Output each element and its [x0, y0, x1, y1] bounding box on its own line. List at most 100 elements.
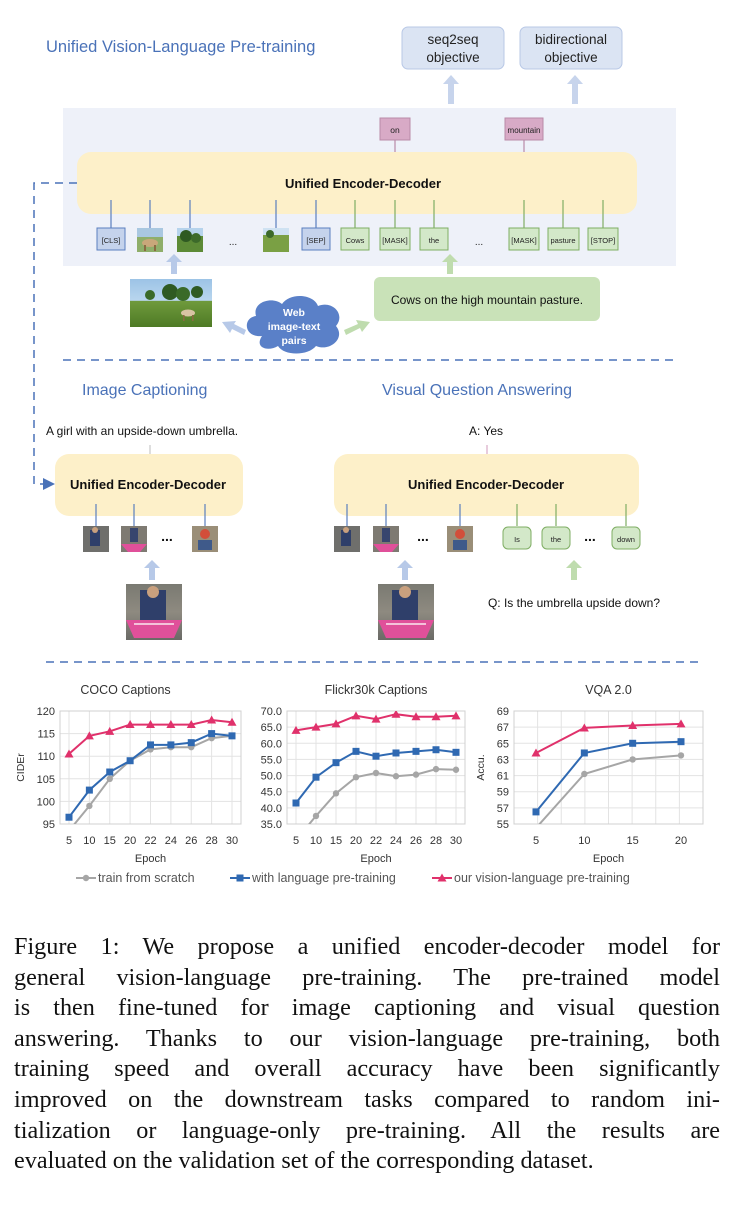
text-up-arrow	[442, 254, 458, 274]
data-point	[411, 712, 421, 721]
data-point	[64, 749, 74, 758]
data-point	[676, 719, 686, 728]
svg-text:down: down	[617, 535, 635, 544]
vqa-input-image	[378, 584, 434, 640]
data-point	[352, 747, 360, 755]
x-tick-label: 28	[430, 835, 442, 847]
data-point	[207, 715, 217, 724]
svg-text:[CLS]: [CLS]	[102, 236, 121, 245]
series-group	[64, 715, 237, 824]
y-tick-label: 120	[37, 706, 55, 718]
legend-label-vl: our vision-language pre-training	[454, 871, 630, 885]
data-point	[629, 739, 637, 747]
svg-text:image-text: image-text	[268, 321, 321, 333]
captioning-encoder-decoder	[55, 454, 243, 516]
vqa-region-3	[447, 526, 473, 552]
bidirectional-objective-box: bidirectional objective	[519, 26, 623, 70]
y-tick-label: 95	[43, 819, 55, 831]
data-point	[126, 757, 134, 765]
data-point	[311, 722, 321, 731]
seq2seq-objective-box: seq2seq objective	[401, 26, 505, 70]
svg-text:[SEP]: [SEP]	[306, 236, 325, 245]
data-point	[677, 752, 685, 759]
data-point	[292, 799, 300, 807]
captioning-encoder-label: Unified Encoder-Decoder	[70, 477, 226, 492]
series-group	[531, 719, 686, 824]
data-point	[86, 802, 93, 810]
caption-line: improved on the downstream tasks compare…	[14, 1085, 720, 1113]
caption-region-3	[192, 526, 218, 552]
legend-marker-language	[236, 874, 244, 882]
data-point	[372, 769, 380, 777]
image-region-horse	[137, 228, 163, 252]
data-point	[106, 768, 114, 776]
series-group	[291, 711, 461, 824]
seq2seq-objective-line2: objective	[426, 50, 479, 65]
vqa-encoder-label: Unified Encoder-Decoder	[408, 477, 564, 492]
vqa-image-up-arrow	[397, 560, 413, 580]
data-point	[228, 732, 236, 740]
y-tick-label: 55	[497, 819, 509, 831]
y-tick-label: 60.0	[261, 738, 282, 750]
data-point	[629, 756, 636, 763]
token-ellipsis-text: ...	[475, 237, 483, 248]
x-tick-label: 10	[83, 835, 95, 847]
y-tick-label: 61	[497, 771, 509, 783]
caption-region-2	[121, 526, 147, 552]
caption-region-1	[83, 526, 109, 552]
x-tick-label: 20	[124, 835, 136, 847]
data-point	[352, 773, 360, 781]
legend-label-language: with language pre-training	[251, 871, 396, 885]
data-point	[187, 739, 195, 747]
y-tick-label: 57	[497, 803, 509, 815]
pretrain-encoder-label: Unified Encoder-Decoder	[285, 176, 441, 191]
token-pasture: pasture	[547, 227, 580, 251]
prediction-on: on	[379, 117, 411, 141]
token-connectors	[110, 200, 317, 228]
chart-legend: train from scratch with language pre-tra…	[76, 871, 630, 885]
token-the: the	[419, 227, 449, 251]
captioning-title: Image Captioning	[82, 382, 207, 399]
x-tick-label: 15	[104, 835, 116, 847]
x-axis-label: Epoch	[135, 853, 166, 865]
cloud-arrow-left	[222, 321, 246, 335]
data-point	[65, 813, 73, 821]
x-tick-label: 5	[293, 835, 299, 847]
data-point	[392, 749, 400, 757]
caption-line: answering. Thanks to our vision-language…	[14, 1024, 720, 1052]
data-point	[186, 720, 196, 729]
legend-label-scratch: train from scratch	[98, 871, 195, 885]
bidirectional-objective-line2: objective	[544, 50, 597, 65]
data-point	[452, 766, 460, 773]
bidirectional-objective-line1: bidirectional	[535, 32, 607, 47]
vqa-question: Q: Is the umbrella upside down?	[488, 596, 660, 610]
vqa-token-is: Is	[502, 526, 532, 550]
data-point	[452, 748, 460, 756]
caption-line: is then fine-tuned for image captioning …	[14, 994, 720, 1022]
plot-area	[286, 710, 466, 825]
y-tick-label: 70.0	[261, 706, 282, 718]
caption-line: tialization or language-only pre-trainin…	[14, 1116, 720, 1144]
data-point	[451, 711, 461, 720]
cloud-arrow-right	[344, 320, 370, 335]
data-point	[167, 741, 175, 749]
svg-text:the: the	[429, 236, 439, 245]
caption-token-ellipsis: ...	[161, 528, 173, 544]
y-tick-label: 69	[497, 706, 509, 718]
vqa-encoder-decoder	[334, 454, 639, 516]
web-image-pasture	[130, 279, 212, 327]
y-axis-label: CIDEr	[15, 753, 27, 782]
data-point	[105, 726, 115, 735]
legend-marker-scratch	[82, 874, 90, 882]
figure-caption: Figure 1: We propose a unified encoder-d…	[14, 932, 720, 1177]
y-tick-label: 45.0	[261, 787, 282, 799]
data-point	[351, 711, 361, 720]
data-point	[85, 786, 93, 794]
image-region-pasture	[263, 228, 289, 252]
svg-text:[STOP]: [STOP]	[591, 236, 615, 245]
legend-marker-vl	[437, 873, 447, 882]
x-tick-label: 28	[206, 835, 218, 847]
y-tick-label: 67	[497, 722, 509, 734]
y-tick-label: 100	[37, 796, 55, 808]
